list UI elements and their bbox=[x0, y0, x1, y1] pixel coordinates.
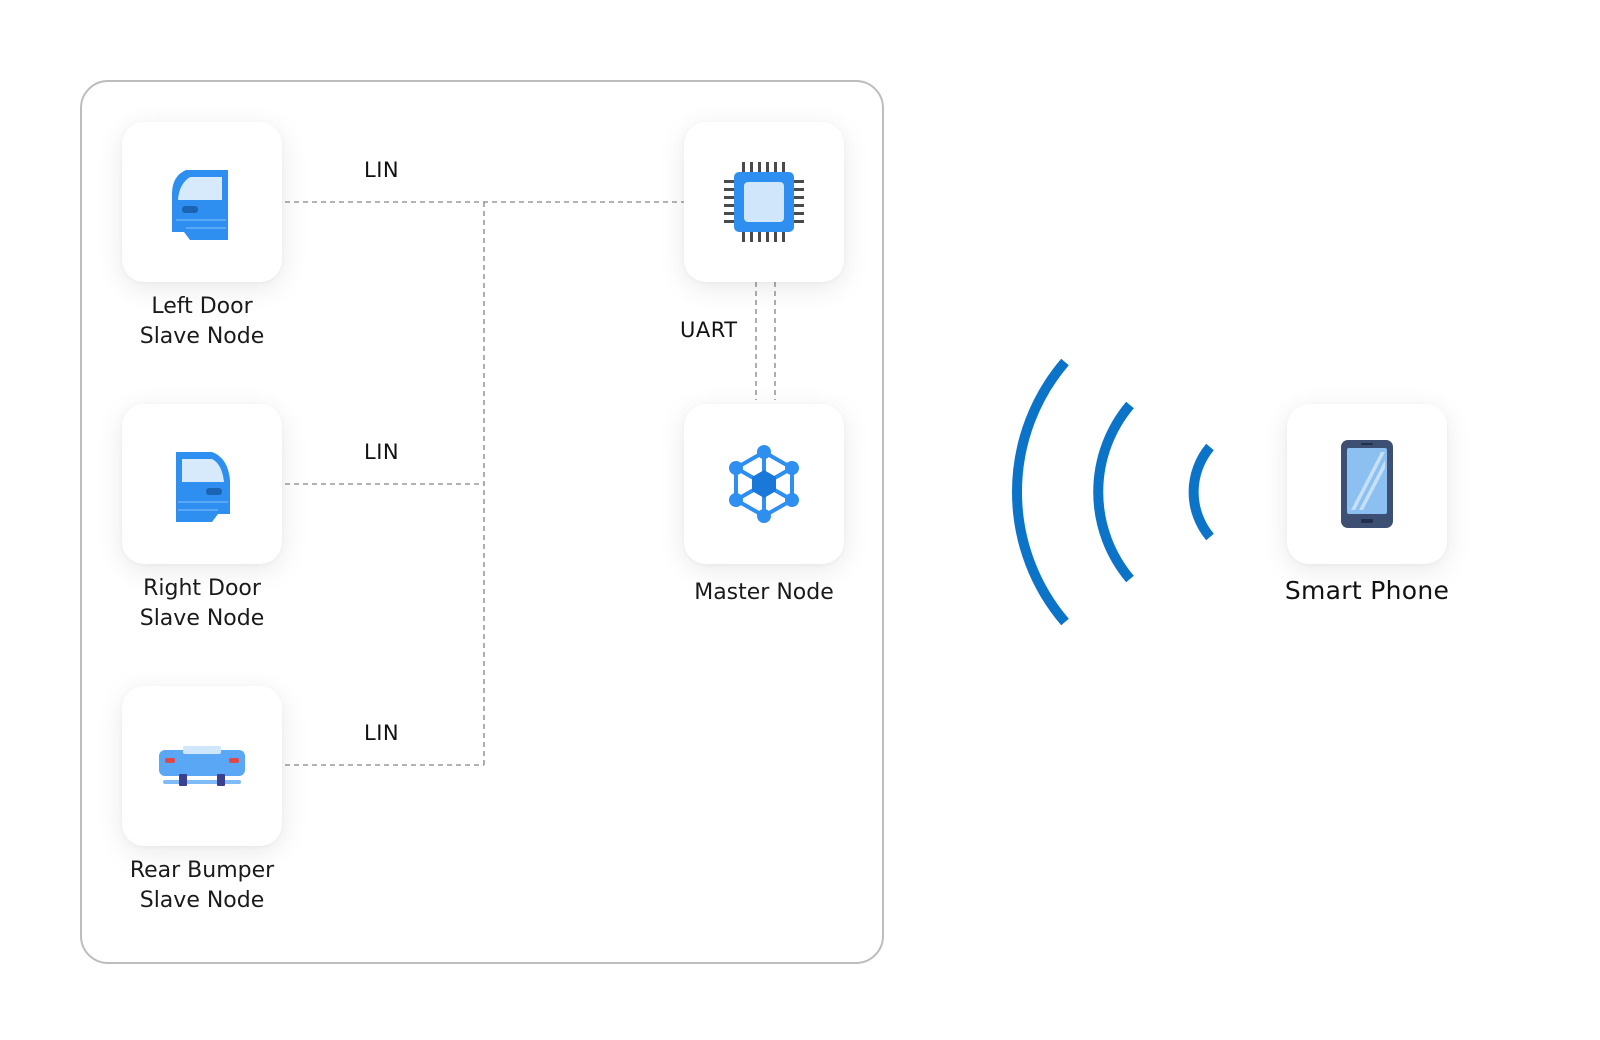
rear-bumper-label-line1: Rear Bumper bbox=[129, 858, 275, 883]
right-door-label-line2: Slave Node bbox=[139, 606, 265, 631]
right-door-node-label: Right Door Slave Node bbox=[82, 574, 322, 634]
master-node-card[interactable] bbox=[684, 404, 844, 564]
microcontroller-card[interactable] bbox=[684, 122, 844, 282]
lin-label-left-door: LIN bbox=[364, 158, 400, 182]
microchip-icon bbox=[724, 162, 804, 242]
car-rear-bumper-icon bbox=[159, 746, 245, 786]
uart-label: UART bbox=[680, 318, 738, 342]
rear-bumper-node-label: Rear Bumper Slave Node bbox=[82, 856, 322, 916]
lin-label-rear-bumper: LIN bbox=[364, 721, 400, 745]
left-door-label-line1: Left Door bbox=[151, 294, 253, 319]
smartphone-card[interactable] bbox=[1287, 404, 1447, 564]
lin-label-right-door: LIN bbox=[364, 440, 400, 464]
car-door-left-icon bbox=[172, 170, 228, 240]
network-hub-icon bbox=[729, 445, 799, 523]
rear-bumper-node-card[interactable] bbox=[122, 686, 282, 846]
left-door-node-card[interactable] bbox=[122, 122, 282, 282]
rear-bumper-label-line2: Slave Node bbox=[139, 888, 265, 913]
car-door-right-icon bbox=[176, 452, 230, 522]
left-door-node-label: Left Door Slave Node bbox=[82, 292, 322, 352]
master-node-label-text: Master Node bbox=[694, 580, 834, 605]
wireless-signal-icon bbox=[1012, 358, 1214, 626]
master-node-label: Master Node bbox=[644, 578, 884, 608]
right-door-node-card[interactable] bbox=[122, 404, 282, 564]
left-door-label-line2: Slave Node bbox=[139, 324, 265, 349]
smartphone-icon bbox=[1341, 440, 1393, 528]
right-door-label-line1: Right Door bbox=[143, 576, 261, 601]
smartphone-label: Smart Phone bbox=[1284, 576, 1450, 605]
